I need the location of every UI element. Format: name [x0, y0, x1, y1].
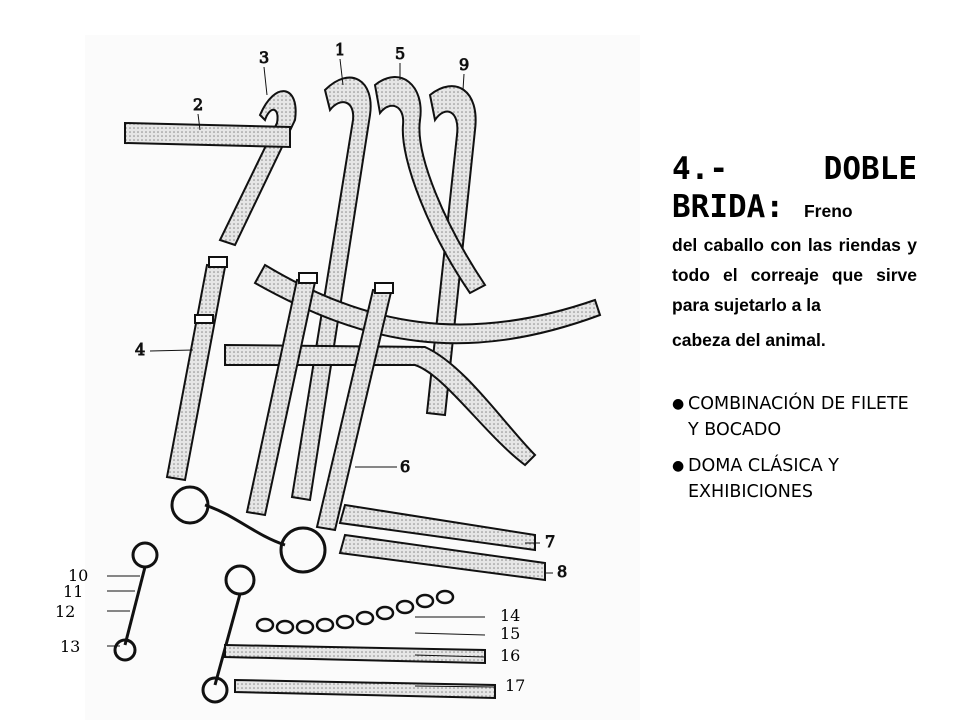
callout-label-11: 11 [63, 582, 84, 601]
text-panel: 4.- DOBLE BRIDA: Freno del caballo con la… [672, 150, 917, 515]
bullet-item-2: ● DOMA CLÁSICA Y EXHIBICIONES [672, 453, 917, 505]
callout-7: 7 [545, 532, 555, 551]
callouts-left [107, 575, 496, 688]
description-start: Freno [803, 201, 853, 221]
callout-label-13: 13 [60, 637, 81, 656]
noseband [224, 343, 537, 467]
bullet-list: ● COMBINACIÓN DE FILETE Y BOCADO ● DOMA … [672, 391, 917, 505]
double-bridle-diagram: 1 2 3 4 5 6 7 8 9 10 [85, 35, 640, 720]
callouts: 1 2 3 4 5 6 7 8 9 10 [135, 40, 568, 582]
title-word-doble: DOBLE [823, 151, 917, 187]
callout-4: 4 [135, 340, 145, 359]
cheekpiece-6 [245, 272, 394, 532]
bridoon-bit [170, 485, 327, 574]
title-line-2: BRIDA: Freno [672, 188, 917, 230]
browband [124, 121, 291, 149]
cheekpiece-4 [165, 256, 228, 482]
headpiece-strap-1 [290, 76, 372, 502]
title-line-1: 4.- DOBLE [672, 150, 917, 188]
bullet-icon: ● [672, 396, 685, 412]
callout-6: 6 [400, 457, 410, 476]
bullet-text-2: DOMA CLÁSICA Y EXHIBICIONES [688, 456, 839, 502]
description-body: del caballo con las riendas y todo el co… [672, 235, 917, 315]
callout-8: 8 [557, 562, 567, 581]
callout-3: 3 [259, 48, 269, 67]
callout-1: 1 [335, 40, 345, 59]
curb-rein-17 [234, 678, 496, 700]
bullet-item-1: ● COMBINACIÓN DE FILETE Y BOCADO [672, 391, 917, 443]
snaffle-rein-7 [338, 503, 536, 552]
callout-2: 2 [193, 95, 203, 114]
title-word-brida: BRIDA: [672, 189, 784, 225]
curb-chain [255, 589, 455, 635]
curb-bit [113, 541, 256, 704]
headpiece-strap-5 [373, 76, 487, 295]
title-number: 4.- [672, 151, 728, 187]
callout-9: 9 [459, 55, 469, 74]
bullet-icon: ● [672, 458, 685, 474]
bullet-text-1: COMBINACIÓN DE FILETE Y BOCADO [688, 394, 909, 440]
callout-5: 5 [395, 44, 405, 63]
description-last-line: cabeza del animal. [672, 330, 826, 350]
curb-rein-16 [224, 643, 486, 665]
snaffle-rein-8 [338, 533, 546, 582]
callout-label-12: 12 [55, 602, 76, 621]
